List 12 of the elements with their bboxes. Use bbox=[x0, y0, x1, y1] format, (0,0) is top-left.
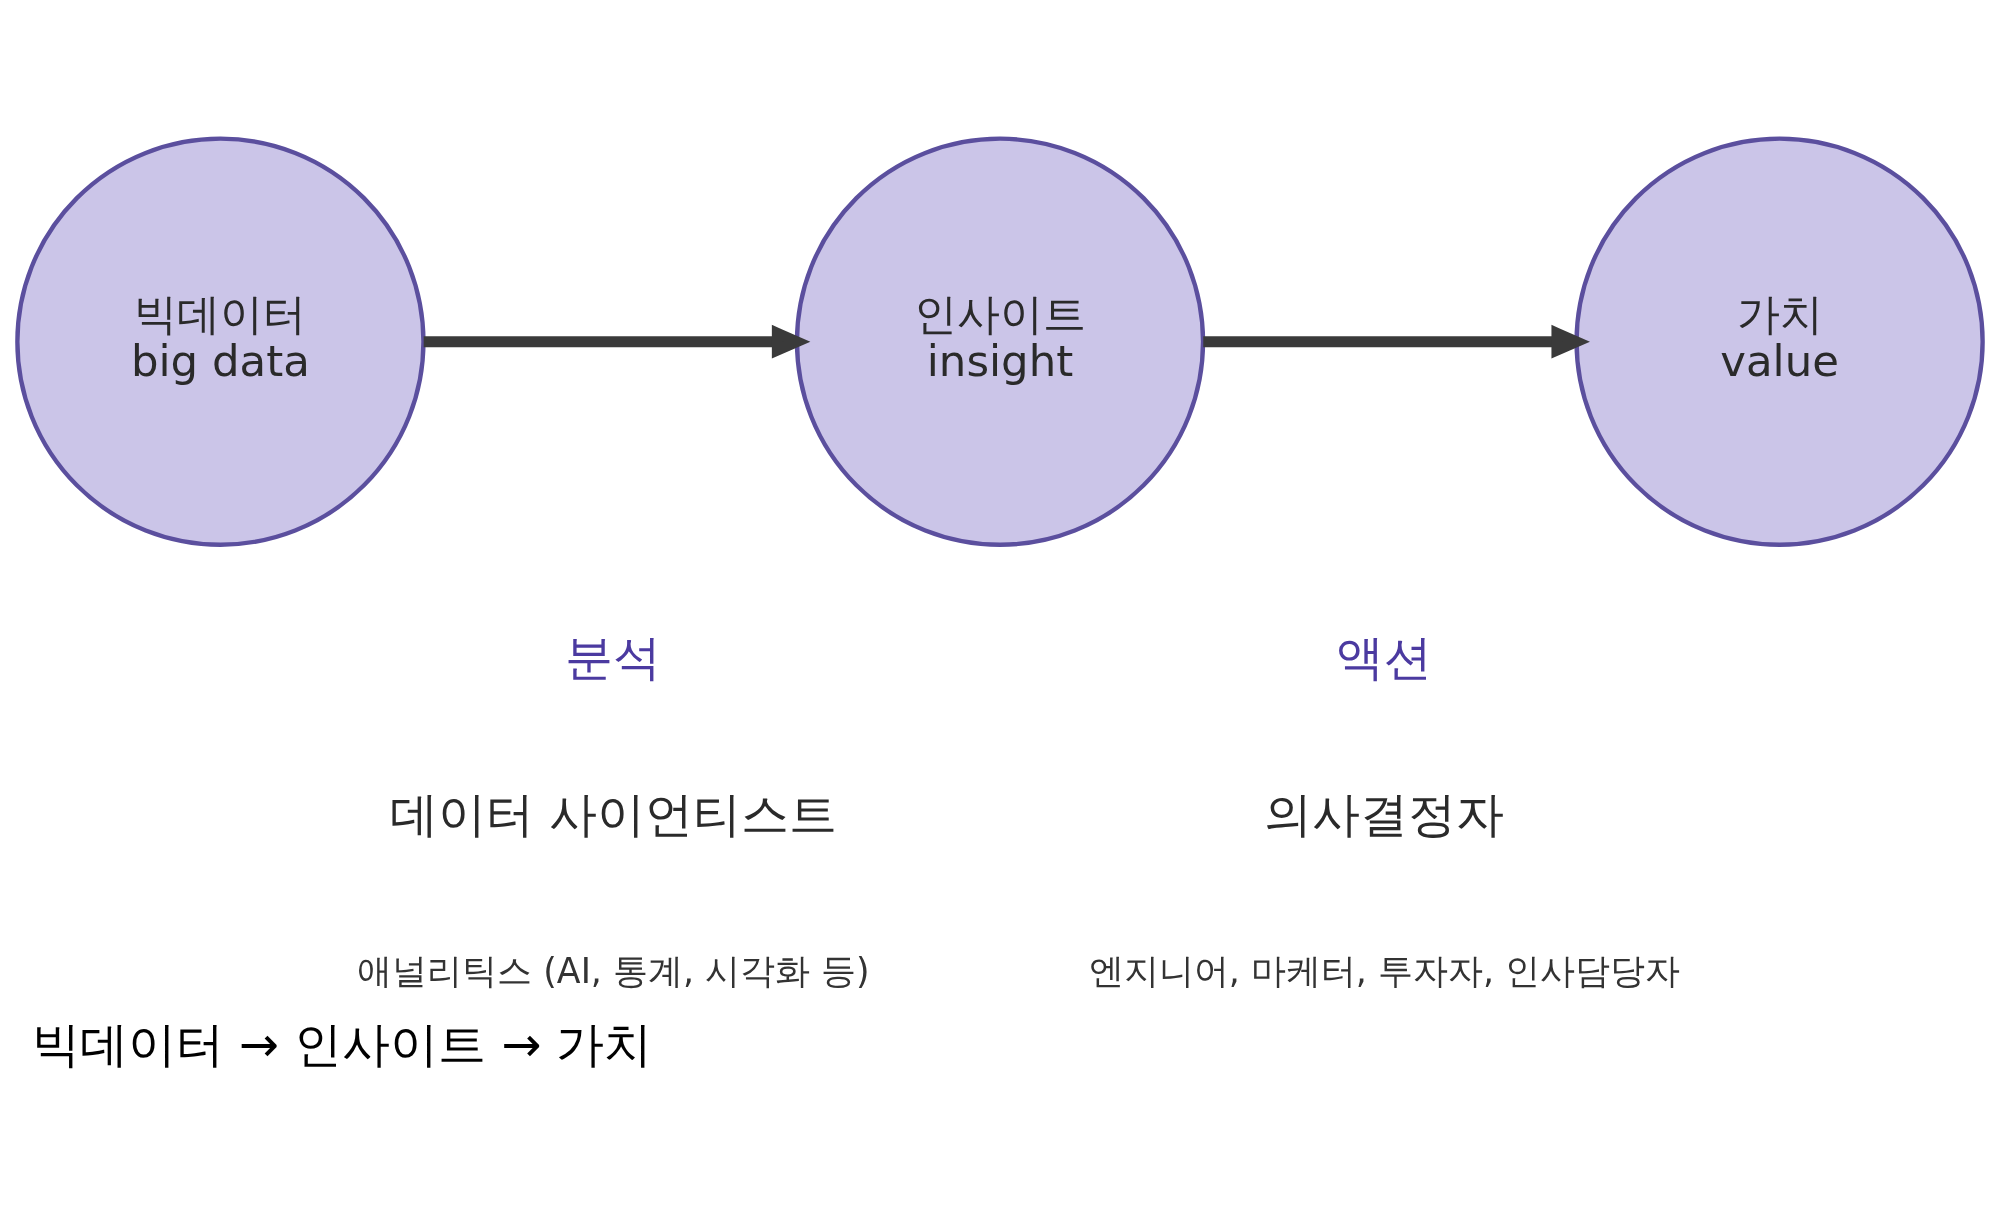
arrow bbox=[423, 324, 811, 359]
arrow bbox=[1203, 324, 1590, 359]
caption: 빅데이터 → 인사이트 → 가치 bbox=[31, 1016, 653, 1072]
label: 액션 bbox=[1336, 631, 1433, 685]
node-circle: 가치 value bbox=[1574, 136, 1985, 547]
label: 데이터 사이언티스트 bbox=[389, 786, 838, 842]
label: 의사결정자 bbox=[1264, 786, 1505, 842]
label: 분석 bbox=[565, 631, 662, 685]
node-circle: 인사이트 insight bbox=[794, 136, 1206, 547]
label: 애널리틱스 (AI, 통계, 시각화 등) bbox=[357, 950, 870, 991]
node-circle: 빅데이터 big data bbox=[15, 136, 426, 547]
label: 엔지니어, 마케터, 투자자, 인사담당자 bbox=[1088, 950, 1680, 991]
